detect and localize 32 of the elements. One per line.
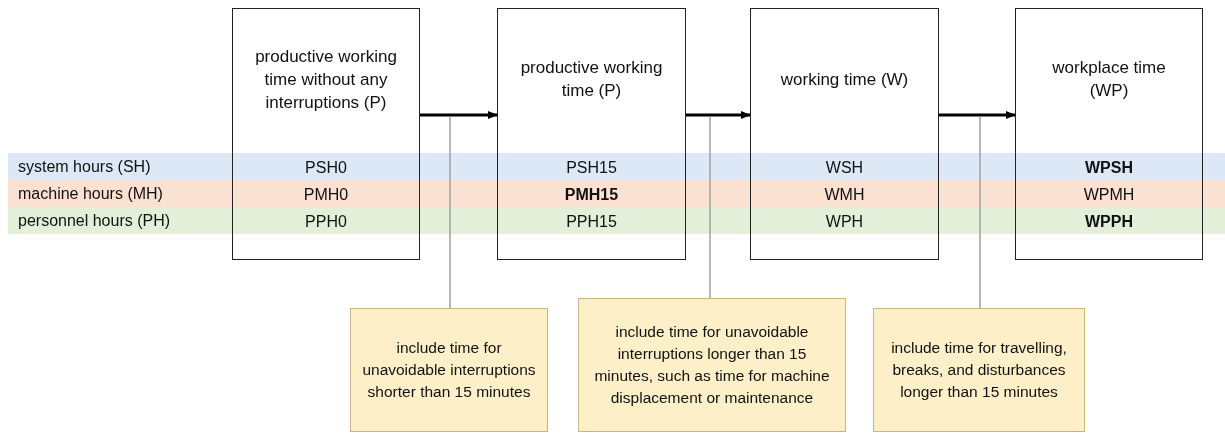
cell-value: PMH15 (564, 186, 619, 203)
leader-line (709, 116, 711, 299)
stage-box (750, 8, 939, 260)
cell-value: WSH (825, 159, 864, 176)
cell-value: PPH15 (566, 213, 617, 230)
leader-line (979, 116, 981, 309)
stage-box (1015, 8, 1203, 260)
cell-value: PMH0 (303, 186, 349, 203)
arrow (420, 111, 498, 119)
stage-heading: productive working time without any interruptions (P) (254, 45, 398, 114)
row-label: machine hours (MH) (18, 184, 163, 204)
row-label: personnel hours (PH) (18, 211, 171, 231)
cell-value: WPMH (1083, 186, 1135, 203)
row-label: system hours (SH) (18, 157, 151, 177)
leader-line (449, 116, 451, 309)
stage-heading: workplace time (WP) (1051, 57, 1167, 102)
cell-value: PSH15 (566, 159, 617, 176)
stage-heading: working time (W) (780, 68, 909, 91)
arrow (939, 111, 1016, 119)
stage-box (497, 8, 686, 260)
arrow (686, 111, 751, 119)
cell-value: WPSH (1085, 159, 1133, 176)
cell-value: PPH0 (305, 213, 347, 230)
cell-value: WPPH (1085, 213, 1133, 230)
note-box: include time for unavoidable interruptions shorter than 15 minutes (350, 308, 548, 432)
cell-value: WPH (825, 213, 864, 230)
stage-box (232, 8, 420, 260)
cell-value: PSH0 (305, 159, 347, 176)
note-box: include time for travelling, breaks, and disturbances longer than 15 minutes (873, 308, 1085, 432)
note-box: include time for unavoidable interruptions longer than 15 minutes, such as time for machine displacement or maintenance (578, 298, 846, 432)
stage-heading: productive working time (P) (519, 57, 664, 102)
cell-value: WMH (824, 186, 865, 203)
